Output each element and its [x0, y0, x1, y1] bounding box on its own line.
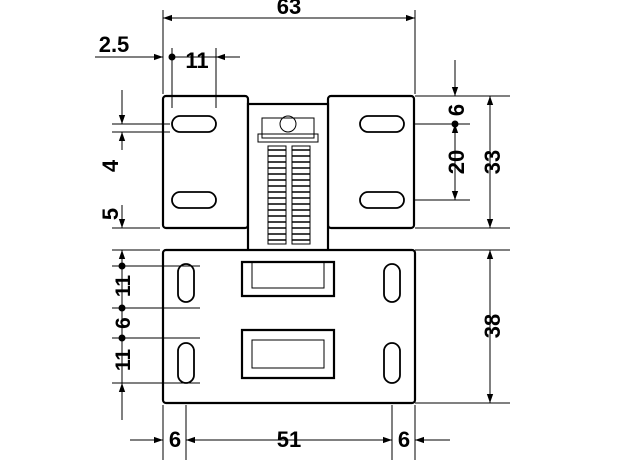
dim-bottom-hole-spacing: 51	[277, 427, 301, 452]
dim-left-stack-3: 11	[112, 349, 135, 372]
dim-slot-spacing-top: 11	[185, 48, 208, 73]
spring-mechanism	[246, 102, 330, 256]
upper-left-leaf	[161, 94, 250, 230]
slot-upper-right-bottom	[359, 191, 405, 209]
extension-lines	[112, 10, 510, 460]
slot-lower-left-top	[177, 263, 195, 303]
slot-upper-left-top	[171, 115, 217, 133]
dim-left-gap: 5	[98, 208, 123, 220]
spring-left	[267, 145, 287, 245]
dim-bottom-right-margin: 6	[398, 427, 410, 452]
dimension-dots	[118, 53, 459, 342]
dim-bottom-left-margin: 6	[169, 427, 181, 452]
dim-left-stack-2: 6	[112, 317, 135, 329]
dim-left-upper: 4	[98, 159, 123, 172]
dim-overall-width: 63	[277, 0, 301, 19]
dim-edge-offset: 2.5	[99, 32, 130, 57]
slot-lower-right-bottom	[383, 342, 401, 384]
lower-leaf	[161, 248, 417, 405]
dim-upper-height: 33	[480, 150, 505, 174]
dim-right-slot-offset: 6	[444, 104, 469, 116]
dimension-lines	[95, 14, 494, 444]
slot-lower-right-top	[383, 263, 401, 303]
dim-left-stack-1: 11	[112, 275, 135, 298]
spring-right	[291, 145, 311, 245]
upper-right-leaf	[326, 94, 416, 230]
slot-upper-right-top	[359, 115, 405, 133]
dim-lower-height: 38	[480, 314, 505, 338]
slot-upper-left-bottom	[171, 191, 217, 209]
dim-right-slot-spacing: 20	[444, 150, 469, 174]
slot-lower-left-bottom	[177, 342, 195, 384]
